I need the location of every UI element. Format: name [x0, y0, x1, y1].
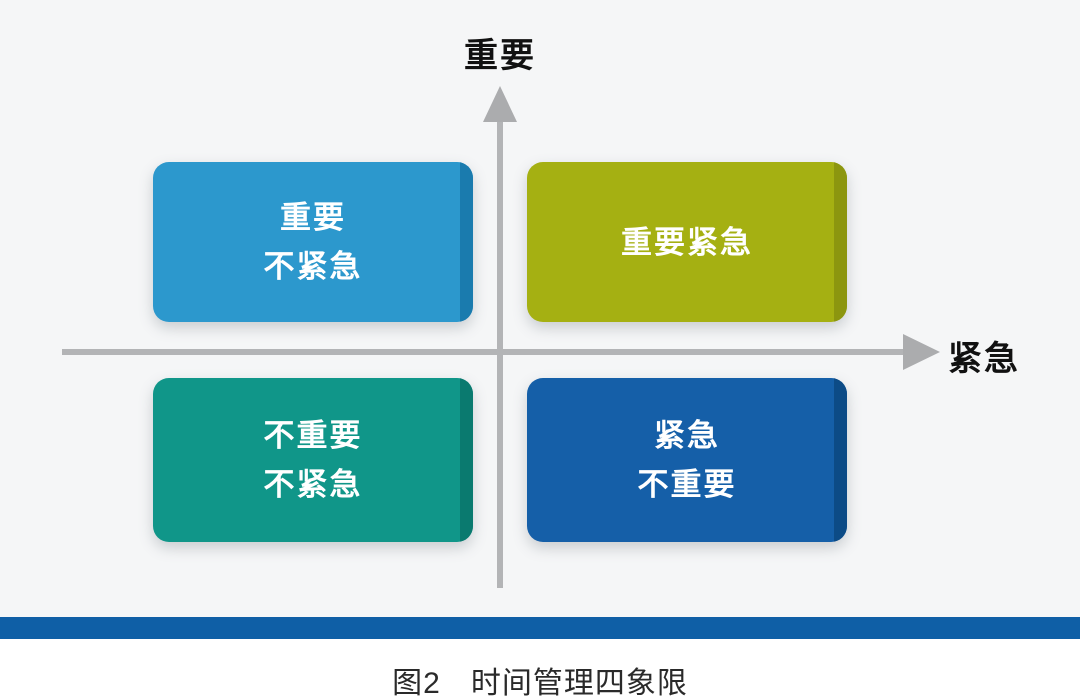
arrow-right-icon — [903, 334, 940, 370]
figure-caption: 图2 时间管理四象限 — [0, 658, 1080, 699]
quadrant-label-line: 不紧急 — [263, 467, 363, 502]
quadrant-label: 重要紧急 — [621, 218, 753, 267]
quadrant-label-line: 重要紧急 — [621, 224, 753, 260]
quadrant-label: 不重要 不紧急 — [264, 411, 363, 509]
quadrant-3d-edge — [834, 162, 847, 322]
x-axis-line — [62, 349, 908, 355]
quadrant-label: 紧急 不重要 — [638, 411, 737, 509]
figure-number: 图2 — [392, 667, 441, 699]
arrow-up-icon — [483, 86, 517, 122]
quadrant-label-line: 不紧急 — [263, 249, 363, 284]
quadrant-label-line: 不重要 — [263, 418, 363, 453]
y-axis-label: 重要 — [464, 37, 536, 75]
quadrant-important-urgent: 重要紧急 — [527, 162, 847, 322]
quadrant-label-line: 重要 — [280, 200, 346, 235]
quadrant-not-important-not-urgent: 不重要 不紧急 — [153, 378, 473, 542]
quadrant-3d-edge — [460, 378, 473, 542]
x-axis-label: 紧急 — [948, 340, 1020, 378]
quadrant-urgent-not-important: 紧急 不重要 — [527, 378, 847, 542]
quadrant-diagram: 重要 紧急 重要 不紧急 重要紧急 不重要 不紧急 — [62, 37, 1020, 588]
quadrant-label-line: 不重要 — [637, 467, 737, 502]
quadrant-label: 重要 不紧急 — [264, 193, 363, 291]
quadrant-3d-edge — [460, 162, 473, 322]
quadrant-3d-edge — [834, 378, 847, 542]
quadrant-label-line: 紧急 — [654, 418, 720, 453]
quadrant-important-not-urgent: 重要 不紧急 — [153, 162, 473, 322]
figure-title: 时间管理四象限 — [470, 667, 688, 699]
divider-bar — [0, 617, 1080, 639]
